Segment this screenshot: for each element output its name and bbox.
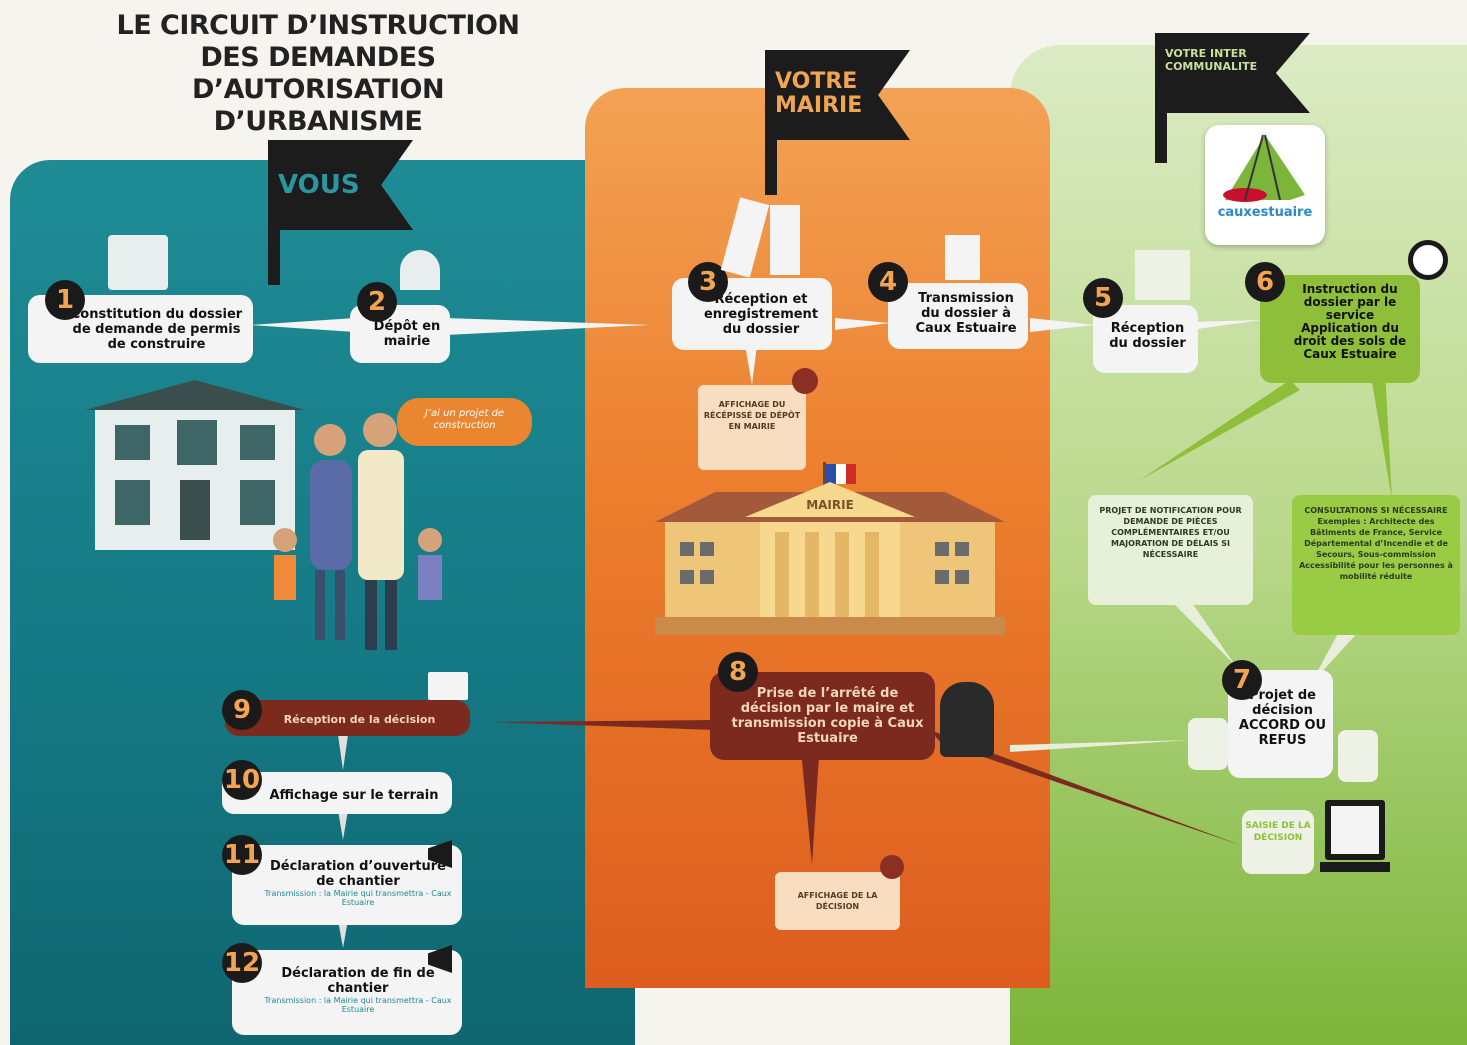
step-2-label: Dépôt en mairie: [373, 319, 441, 349]
step-7-label: Projet de décision ACCORD OU REFUS: [1238, 688, 1327, 748]
step-8-label: Prise de l’arrêté de décision par le mai…: [731, 686, 924, 746]
step-2-number: 2: [357, 282, 397, 322]
step-8-number: 8: [718, 652, 758, 692]
mairie-building: [655, 462, 1005, 635]
step-5-label: Réception du dossier: [1109, 321, 1186, 351]
thumb-up-icon: [1188, 718, 1228, 770]
step-3-label: Réception et enregistrement du dossier: [703, 292, 819, 337]
note-affichage-decision: AFFICHAGE DE LA DÉCISION: [775, 872, 900, 930]
step-5-number: 5: [1083, 278, 1123, 318]
pin-icon: [880, 855, 904, 879]
step-12-number: 12: [222, 943, 262, 983]
thumb-down-icon: [1338, 730, 1378, 782]
note-projet-notification: PROJET DE NOTIFICATION POUR DEMANDE DE P…: [1088, 495, 1253, 605]
step-11-sub: Transmission : la Mairie qui transmettra…: [264, 889, 452, 907]
step-8-box: Prise de l’arrêté de décision par le mai…: [710, 672, 935, 760]
step-6-number: 6: [1245, 262, 1285, 302]
step-7-box: Projet de décision ACCORD OU REFUS: [1228, 670, 1333, 778]
mairie-sign: MAIRIE: [806, 498, 854, 512]
transfer-icon: [945, 235, 980, 280]
step-9-label: Réception de la décision: [283, 713, 436, 726]
dossier-icon: [1135, 250, 1190, 300]
document-icon: [108, 235, 168, 290]
title-line-2: DES DEMANDES D’AUTORISATION: [191, 42, 445, 105]
step-1-label: Constitution du dossier de demande de pe…: [70, 307, 243, 352]
logo-text: cauxestuaire: [1217, 205, 1313, 220]
step-12-sub: Transmission : la Mairie qui transmettra…: [264, 996, 452, 1014]
note-consultations: CONSULTATIONS SI NÉCESSAIRE Exemples : A…: [1292, 495, 1460, 635]
magnifier-icon: [1408, 240, 1448, 280]
note-saisie: SAISIE DE LA DÉCISION: [1242, 810, 1314, 874]
step-4-number: 4: [868, 262, 908, 302]
step-9-box: Réception de la décision: [225, 700, 470, 736]
logo-graphic: [1223, 134, 1305, 202]
pin-icon: [792, 368, 818, 394]
step-3-number: 3: [688, 262, 728, 302]
step-6-box: Instruction du dossier par le service Ap…: [1260, 275, 1420, 383]
step-6-label: Instruction du dossier par le service Ap…: [1293, 282, 1407, 361]
step-4-box: Transmission du dossier à Caux Estuaire: [888, 283, 1028, 349]
title-line-1: LE CIRCUIT D’INSTRUCTION: [116, 10, 520, 41]
computer-base: [1320, 862, 1390, 872]
cauxestuaire-logo: cauxestuaire: [1205, 125, 1325, 245]
step-9-number: 9: [222, 690, 262, 730]
speech-bubble: J’ai un projet de construction: [397, 398, 532, 446]
page-title: LE CIRCUIT D’INSTRUCTION DES DEMANDES D’…: [78, 10, 558, 138]
envelope-icon: [428, 672, 468, 700]
computer-icon: [1325, 800, 1385, 860]
step-1-number: 1: [45, 280, 85, 320]
step-7-number: 7: [1222, 660, 1262, 700]
note-affichage-depot: AFFICHAGE DU RÉCÉPISSÉ DE DÉPÔT EN MAIRI…: [698, 385, 806, 470]
binder-icon: [770, 205, 800, 275]
step-11-label: Déclaration d’ouverture de chantier: [270, 859, 446, 889]
step-12-label: Déclaration de fin de chantier: [281, 966, 435, 996]
family-illustration: [273, 413, 442, 650]
step-10-number: 10: [222, 760, 262, 800]
house-illustration: [85, 380, 305, 550]
step-11-number: 11: [222, 835, 262, 875]
step-4-label: Transmission du dossier à Caux Estuaire: [915, 291, 1017, 336]
step-10-label: Affichage sur le terrain: [269, 788, 439, 803]
step-12-box: Déclaration de fin de chantier Transmiss…: [232, 950, 462, 1035]
step-11-box: Déclaration d’ouverture de chantier Tran…: [232, 845, 462, 925]
townhall-icon: [400, 250, 440, 290]
mayor-icon: [940, 682, 994, 757]
title-line-3: D’URBANISME: [213, 106, 423, 137]
